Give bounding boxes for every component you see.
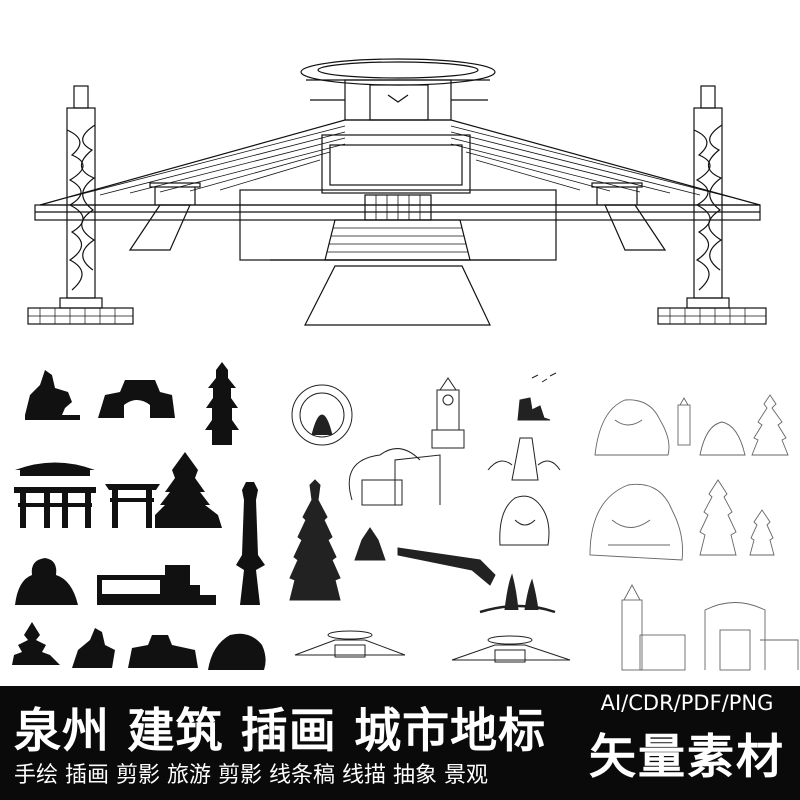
archway-icon <box>14 487 96 528</box>
horse-statue-icon <box>72 628 115 668</box>
ink-sketch-set <box>289 372 571 663</box>
silhouette-icon-set <box>12 362 266 670</box>
clock-tower-icon <box>236 482 265 605</box>
clock-tower-icon <box>431 377 465 449</box>
sailboat-icon <box>517 397 551 421</box>
vector-label: 矢量素材 <box>589 730 785 785</box>
pagoda-icon <box>155 452 222 528</box>
pagoda-icon <box>289 479 341 601</box>
title-banner: 泉州 建筑 插画 城市地标 手绘 插画 剪影 旅游 剪影 线条稿 线描 抽象 景… <box>0 686 800 800</box>
banner-title: 泉州 建筑 插画 城市地标 <box>14 704 547 759</box>
file-formats: AI/CDR/PDF/PNG <box>600 691 774 715</box>
pagoda-icon <box>12 622 60 665</box>
stadium-illustration <box>27 58 767 326</box>
pagoda-icon <box>205 362 239 445</box>
torii-gate-icon <box>105 484 160 528</box>
line-art-set <box>589 394 799 671</box>
horse-statue-icon <box>25 370 80 420</box>
city-gate-icon <box>98 380 175 418</box>
dragon-pillar-icon <box>657 85 767 325</box>
seated-buddha-icon <box>208 633 266 670</box>
dragon-pillar-icon <box>27 85 134 325</box>
banner-subtitle: 手绘 插画 剪影 旅游 剪影 线条稿 线描 抽象 景观 <box>14 763 488 788</box>
seated-buddha-icon <box>15 558 78 605</box>
